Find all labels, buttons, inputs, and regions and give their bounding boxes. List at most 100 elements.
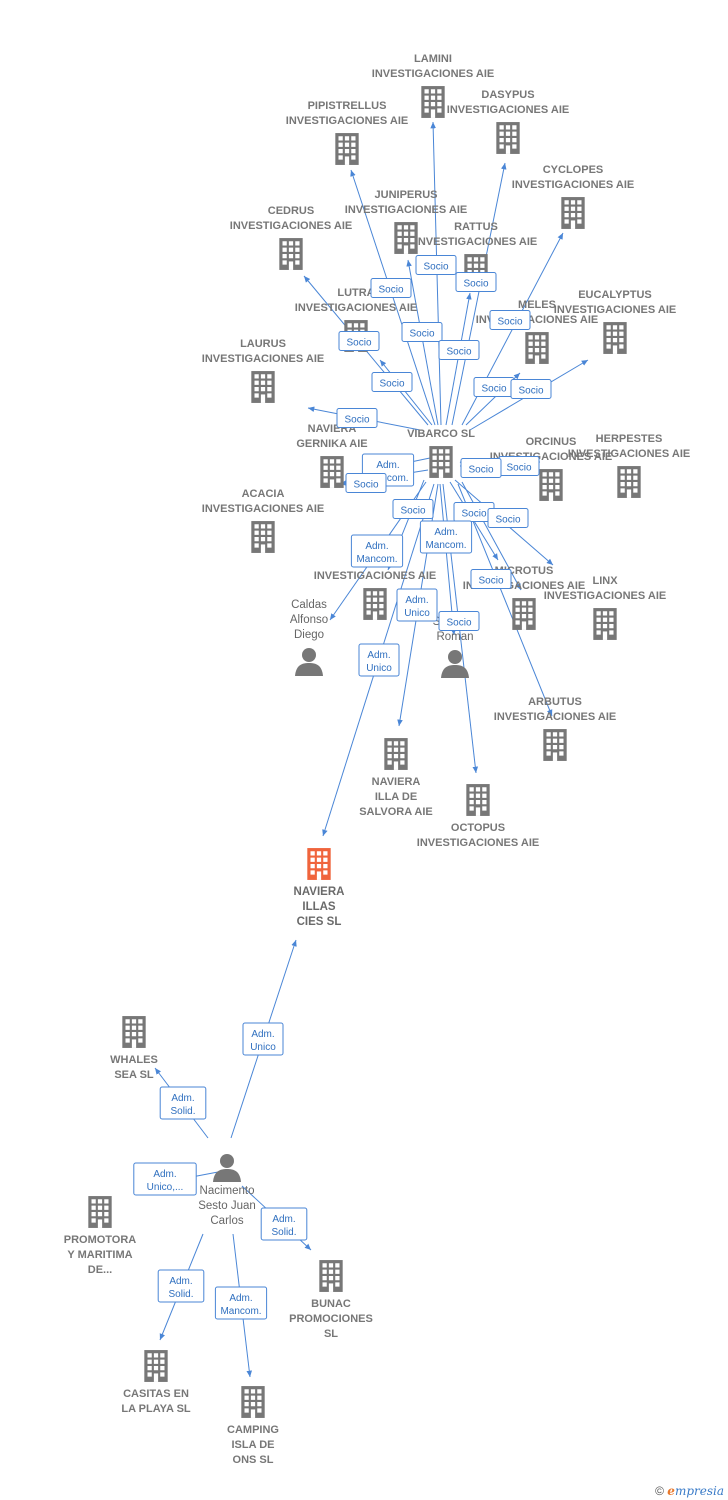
relation-label[interactable]: Adm.Mancom. xyxy=(350,534,404,568)
node-label: INVESTIGACIONES AIE xyxy=(314,570,436,582)
relation-label-box[interactable] xyxy=(336,408,378,428)
brand-logo[interactable]: empresia xyxy=(667,1484,724,1498)
relation-label[interactable]: Socio xyxy=(455,272,497,292)
node-label: CEDRUS xyxy=(268,205,314,217)
relation-label-text: Adm. xyxy=(169,1276,192,1287)
relation-label-box[interactable] xyxy=(510,379,552,399)
relation-label[interactable]: Socio xyxy=(438,611,480,631)
relation-label[interactable]: Adm.Unico xyxy=(242,1022,284,1056)
relation-label-box[interactable] xyxy=(214,1286,268,1320)
relation-label-box[interactable] xyxy=(438,340,480,360)
relation-label-box[interactable] xyxy=(260,1207,308,1241)
relation-label-box[interactable] xyxy=(371,372,413,392)
relation-label-box[interactable] xyxy=(455,272,497,292)
person-icon xyxy=(295,648,323,676)
relation-label-box[interactable] xyxy=(392,499,434,519)
relation-label[interactable]: Socio xyxy=(473,377,515,397)
relation-label[interactable]: Socio xyxy=(470,569,512,589)
relation-label[interactable]: Socio xyxy=(370,278,412,298)
relation-label[interactable]: Socio xyxy=(336,408,378,428)
relation-label-box[interactable] xyxy=(401,322,443,342)
node-vibarco[interactable]: VIBARCO SL xyxy=(407,428,475,478)
relation-label-box[interactable] xyxy=(159,1086,207,1120)
relation-label-text: Adm. xyxy=(171,1093,194,1104)
relation-label-text: Mancom. xyxy=(356,554,397,565)
relation-label-text: Unico,... xyxy=(147,1182,184,1193)
relation-label-box[interactable] xyxy=(460,458,502,478)
relation-label-box[interactable] xyxy=(489,310,531,330)
relation-label[interactable]: Adm.Mancom. xyxy=(214,1286,268,1320)
relation-label[interactable]: Socio xyxy=(510,379,552,399)
relation-label-box[interactable] xyxy=(487,508,529,528)
relation-label[interactable]: Socio xyxy=(338,331,380,351)
node-inv-aie[interactable]: INVESTIGACIONES AIE xyxy=(314,570,436,620)
relation-label[interactable]: Adm.Solid. xyxy=(159,1086,207,1120)
relation-label[interactable]: Socio xyxy=(438,340,480,360)
relation-label[interactable]: Socio xyxy=(415,255,457,275)
building-icon xyxy=(512,598,536,630)
relation-label[interactable]: Adm.Mancom. xyxy=(419,520,473,554)
relation-label-text: Socio xyxy=(344,415,369,426)
relation-label[interactable]: Socio xyxy=(401,322,443,342)
relation-label[interactable]: Adm.Solid. xyxy=(157,1269,205,1303)
relation-label[interactable]: Adm.Unico,... xyxy=(133,1162,197,1196)
building-icon xyxy=(319,1260,343,1292)
relation-label-box[interactable] xyxy=(157,1269,205,1303)
relation-label-text: Socio xyxy=(446,347,471,358)
relation-label[interactable]: Adm.Unico xyxy=(358,643,400,677)
node-label: CIES SL xyxy=(297,916,342,928)
relation-label[interactable]: Socio xyxy=(498,456,540,476)
relation-label[interactable]: Socio xyxy=(392,499,434,519)
relation-label[interactable]: Socio xyxy=(487,508,529,528)
relation-label-box[interactable] xyxy=(470,569,512,589)
node-label: Diego xyxy=(294,629,324,641)
relation-label-box[interactable] xyxy=(242,1022,284,1056)
relation-label-box[interactable] xyxy=(338,331,380,351)
relation-label[interactable]: Adm.Solid. xyxy=(260,1207,308,1241)
relation-label-box[interactable] xyxy=(350,534,404,568)
relation-label[interactable]: Socio xyxy=(345,473,387,493)
node-label: INVESTIGACIONES AIE xyxy=(295,302,417,314)
relation-label-box[interactable] xyxy=(133,1162,197,1196)
relation-label[interactable]: Socio xyxy=(371,372,413,392)
relation-label[interactable]: Adm.Unico xyxy=(396,588,438,622)
relation-label-box[interactable] xyxy=(345,473,387,493)
node-label: INVESTIGACIONES AIE xyxy=(372,68,494,80)
relation-label[interactable]: Socio xyxy=(460,458,502,478)
relation-label-box[interactable] xyxy=(415,255,457,275)
relation-edge xyxy=(379,359,433,426)
relation-label-box[interactable] xyxy=(396,588,438,622)
relation-label-box[interactable] xyxy=(358,643,400,677)
node-label: ORCINUS xyxy=(526,436,577,448)
relation-label-box[interactable] xyxy=(419,520,473,554)
relation-label-box[interactable] xyxy=(370,278,412,298)
relation-label-text: Mancom. xyxy=(425,540,466,551)
relation-label[interactable]: Socio xyxy=(489,310,531,330)
relation-label-box[interactable] xyxy=(438,611,480,631)
node-label: Sesto Juan xyxy=(198,1200,256,1212)
